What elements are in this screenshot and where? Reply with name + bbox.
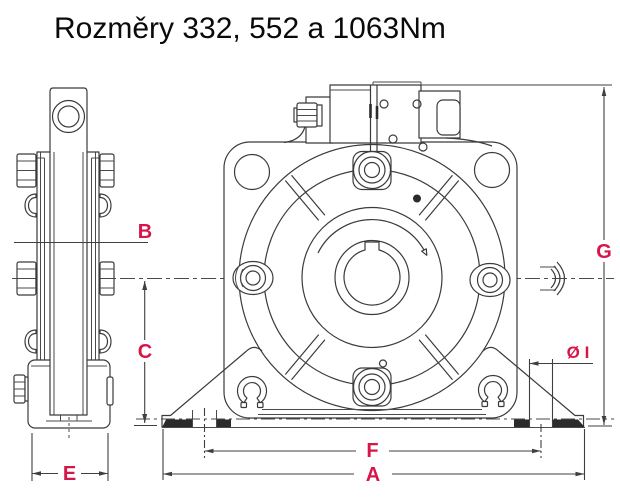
- mounting-feet: [161, 346, 585, 428]
- release-boss-side: [540, 261, 566, 296]
- index-dot: [413, 194, 421, 203]
- bolt-bottom: [352, 359, 392, 407]
- foot-clip-left: [236, 375, 268, 409]
- bracket-notch: [436, 99, 461, 136]
- dim-label-g: G: [596, 241, 612, 263]
- rotation-arrow: [317, 218, 428, 256]
- side-bolt-upper-right: [95, 153, 115, 188]
- retaining-clips: [24, 193, 112, 354]
- bolt-top: [352, 150, 392, 191]
- arm-eye-outer: [51, 99, 86, 134]
- dim-label-f: F: [366, 440, 378, 462]
- spokes: [284, 174, 460, 381]
- hub-circle: [301, 206, 443, 349]
- side-bolt-center-left: [16, 261, 41, 296]
- top-bracket: [283, 81, 493, 152]
- torque-arm: [49, 87, 88, 416]
- bracket-bolt: [293, 102, 323, 128]
- base-tab: [106, 376, 114, 406]
- page-title: Rozměry 332, 552 a 1063Nm: [54, 12, 446, 45]
- side-view: [13, 87, 115, 438]
- dim-label-e: E: [63, 463, 76, 485]
- corner-hole-top-left: [233, 153, 271, 191]
- base-bolt: [13, 374, 29, 404]
- dim-label-a: A: [366, 464, 380, 486]
- corner-hole-top-right: [473, 151, 511, 189]
- bolt-left: [232, 260, 274, 296]
- arm-eye-inner: [57, 105, 80, 128]
- dimensions: B C E G Ø I F A: [14, 84, 612, 486]
- dim-label-b: B: [138, 221, 152, 243]
- dim-label-i: Ø I: [567, 343, 590, 362]
- foot-clip-right: [477, 374, 509, 408]
- front-view: [161, 81, 585, 428]
- shaft-bore-keyway: [343, 241, 401, 306]
- shaft-boss: [334, 239, 410, 316]
- bolt-right: [469, 262, 511, 298]
- dim-label-c: C: [138, 341, 152, 363]
- side-bolt-upper-left: [16, 153, 41, 188]
